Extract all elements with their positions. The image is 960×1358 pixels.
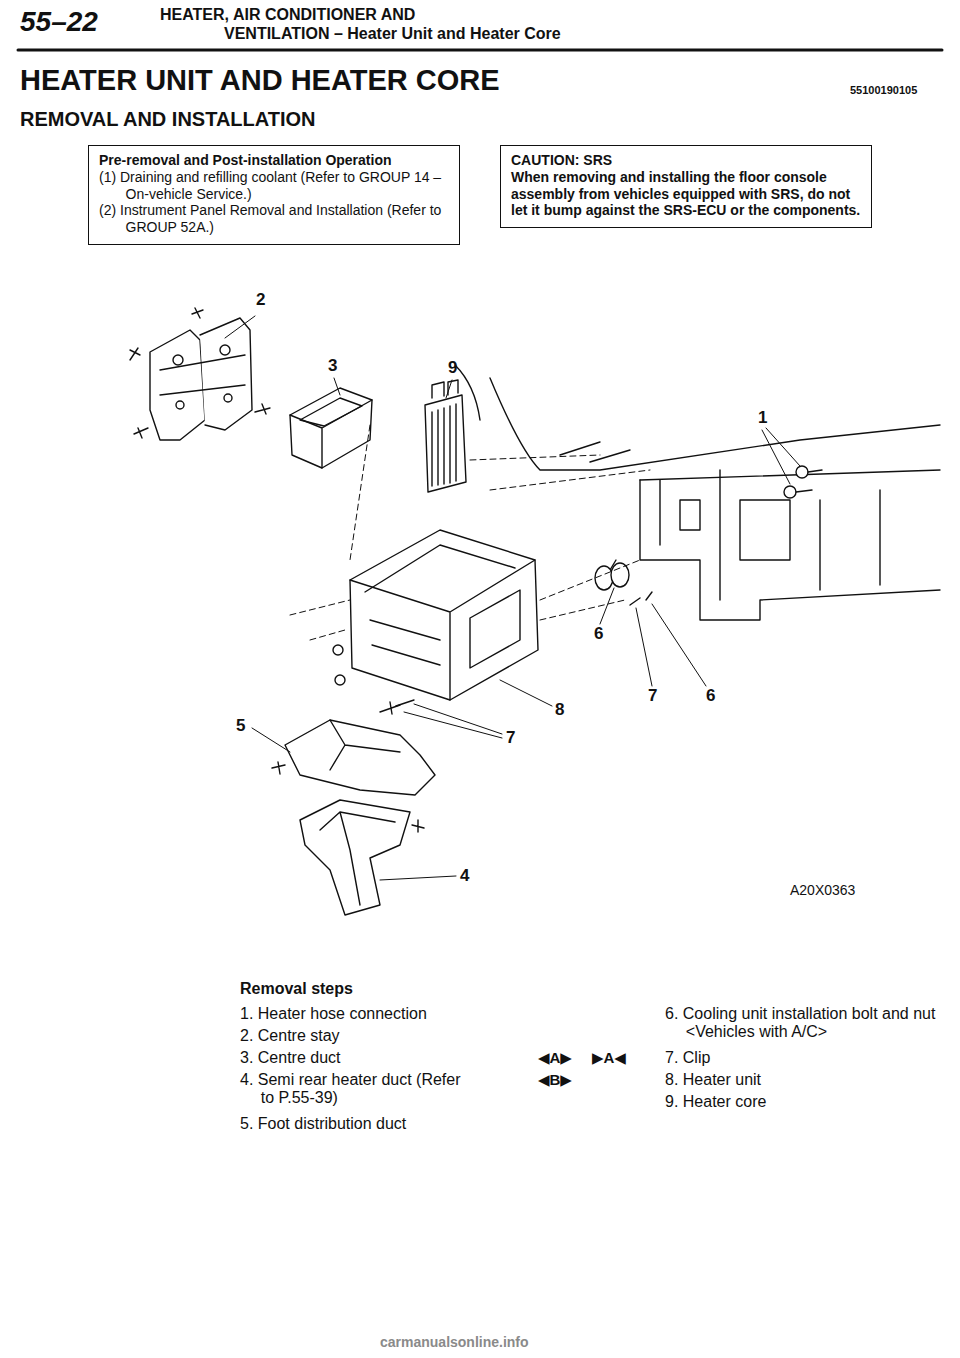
- removal-step: 3. Centre duct: [240, 1049, 341, 1067]
- semi-rear-heater-duct: [300, 800, 424, 915]
- callout-number: 9: [448, 358, 457, 378]
- list-heading: Removal steps: [240, 980, 353, 998]
- service-mark: ◀A▶: [538, 1049, 572, 1066]
- centre-stay: [130, 308, 270, 440]
- page-number: 55–22: [20, 6, 98, 38]
- removal-step: 1. Heater hose connection: [240, 1005, 427, 1023]
- callout-number: 6: [706, 686, 715, 706]
- document-code: 55100190105: [850, 84, 917, 97]
- callout-number: 2: [256, 290, 265, 310]
- clips-and-bolts: [380, 560, 652, 714]
- callout-number: 3: [328, 356, 337, 376]
- section-subtitle: REMOVAL AND INSTALLATION: [20, 108, 316, 131]
- removal-step: 9. Heater core: [665, 1093, 766, 1111]
- removal-step: 8. Heater unit: [665, 1071, 761, 1089]
- box-heading: CAUTION: SRS: [511, 152, 861, 169]
- caution-box: CAUTION: SRSWhen removing and installing…: [500, 145, 872, 228]
- callout-number: 5: [236, 716, 245, 736]
- section-header: HEATER, AIR CONDITIONER AND: [160, 6, 415, 24]
- figure-code: A20X0363: [790, 882, 855, 898]
- heater-core: [425, 380, 466, 492]
- section-header: VENTILATION – Heater Unit and Heater Cor…: [224, 25, 561, 43]
- removal-step: 6. Cooling unit installation bolt and nu…: [665, 1005, 960, 1042]
- callout-number: 4: [460, 866, 469, 886]
- box-text: When removing and installing the floor c…: [511, 169, 861, 219]
- page-title: HEATER UNIT AND HEATER CORE: [20, 64, 500, 97]
- centre-duct: [290, 388, 372, 468]
- callout-number: 6: [594, 624, 603, 644]
- operation-note-box: Pre-removal and Post-installation Operat…: [88, 145, 460, 245]
- watermark: carmanualsonline.info: [380, 1334, 529, 1350]
- header-rule: [18, 49, 942, 52]
- box-text: (2) Instrument Panel Removal and Install…: [99, 202, 449, 236]
- assembly-lines: [290, 425, 650, 640]
- box-text: (1) Draining and refilling coolant (Refe…: [99, 169, 449, 203]
- removal-step: 4. Semi rear heater duct (Refer to P.55-…: [240, 1071, 476, 1108]
- removal-step: 5. Foot distribution duct: [240, 1115, 406, 1133]
- service-mark: ▶A◀: [592, 1049, 626, 1066]
- heater-unit: [333, 530, 538, 700]
- leader-lines: [225, 316, 800, 880]
- box-heading: Pre-removal and Post-installation Operat…: [99, 152, 449, 169]
- callout-number: 7: [648, 686, 657, 706]
- removal-step: 7. Clip: [665, 1049, 710, 1067]
- callout-number: 1: [758, 408, 767, 428]
- service-mark: ◀B▶: [538, 1071, 572, 1088]
- callout-number: 7: [506, 728, 515, 748]
- callout-number: 8: [555, 700, 564, 720]
- foot-distribution-duct: [272, 720, 435, 795]
- removal-step: 2. Centre stay: [240, 1027, 340, 1045]
